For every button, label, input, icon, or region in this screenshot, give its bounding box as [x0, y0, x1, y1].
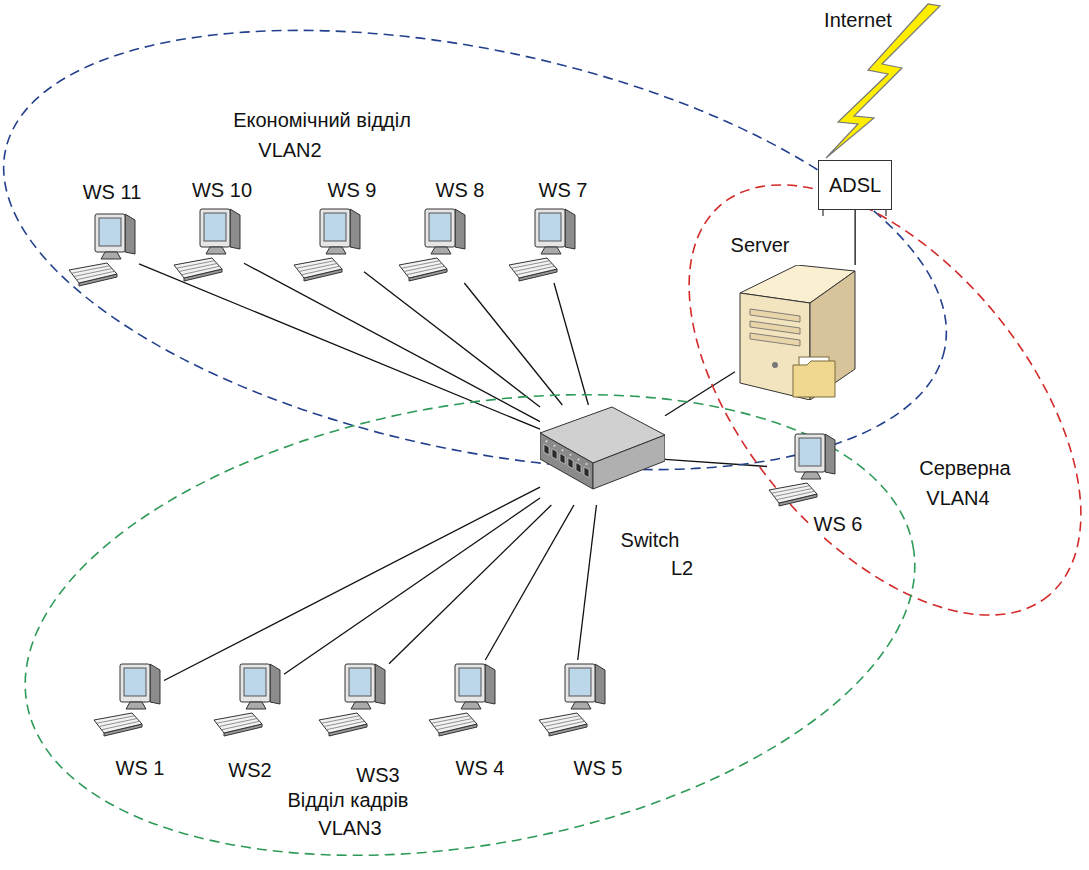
label-holder: VLAN2 — [255, 139, 324, 162]
adsl-modem: ADSL — [818, 160, 892, 210]
computer-icon — [537, 660, 609, 738]
vlan-region: Економічний відділVLAN2 WS 11 WS 10 WS 9 WS … — [0, 25, 955, 475]
device-label: WS 10 — [189, 179, 255, 202]
network-cable — [364, 272, 540, 407]
network-label: Internet — [821, 9, 895, 32]
label-holder: WS 5 — [571, 757, 626, 780]
network-cable — [485, 505, 574, 660]
vlan-label: VLAN4 — [923, 487, 992, 510]
device-label: WS 4 — [453, 757, 508, 780]
label-holder: WS3 — [353, 764, 402, 787]
label-holder: Серверна — [916, 457, 1014, 480]
device-label: L2 — [668, 557, 696, 580]
workstation: WS 1 — [92, 660, 164, 738]
label-holder: WS2 — [225, 759, 274, 782]
computer-icon — [292, 205, 364, 283]
adsl-leg — [822, 209, 823, 216]
network-cable — [464, 283, 562, 405]
vlan-outline — [20, 390, 920, 860]
label-holder: WS 11 — [80, 181, 145, 204]
label-holder: WS 6 — [811, 513, 866, 536]
label-holder: Server — [728, 234, 793, 257]
label-holder: L2 — [668, 557, 696, 580]
workstation: WS 4 — [427, 660, 499, 738]
label-holder: VLAN4 — [923, 487, 992, 510]
device-label: WS 9 — [325, 179, 380, 202]
computer-icon — [92, 660, 164, 738]
device-label: ADSL — [829, 173, 881, 197]
computer-icon — [172, 205, 244, 283]
vlan-ellipse — [0, 25, 955, 475]
workstation: WS 11 — [67, 210, 139, 288]
workstation: WS 5 — [537, 660, 609, 738]
device-label: WS 8 — [433, 179, 488, 202]
network-switch: SwitchL2 — [540, 405, 665, 505]
network-cable — [665, 459, 767, 466]
adsl-leg — [885, 209, 886, 216]
device-label: WS3 — [353, 764, 402, 787]
label-holder: WS 8 — [433, 179, 488, 202]
workstation: WS 10 — [172, 205, 244, 283]
workstation: WS 6 — [767, 430, 839, 508]
workstation: WS 8 — [397, 205, 469, 283]
server: Server — [735, 265, 860, 400]
computer-icon — [212, 660, 284, 738]
label-holder: Internet — [821, 9, 895, 32]
device-label: WS 6 — [811, 513, 866, 536]
computer-icon — [397, 205, 469, 283]
vlan-outline — [685, 180, 1085, 620]
label-holder: WS 4 — [453, 757, 508, 780]
label-holder: WS 10 — [189, 179, 255, 202]
label-holder: Switch — [618, 529, 683, 552]
network-cable — [389, 505, 551, 664]
label-holder: Відділ кадрів — [285, 789, 412, 812]
network-cable — [139, 264, 540, 429]
computer-icon — [317, 660, 389, 738]
vlan-outline — [0, 25, 955, 475]
label-holder: Економічний відділ — [230, 109, 414, 132]
workstation: WS 7 — [507, 205, 579, 283]
device-label: WS 11 — [80, 181, 145, 204]
device-label: WS 5 — [571, 757, 626, 780]
label-holder: WS 7 — [536, 179, 591, 202]
network-cable — [284, 498, 540, 674]
device-label: WS 1 — [113, 757, 168, 780]
network-cable — [854, 210, 855, 265]
vlan-ellipse — [20, 390, 920, 860]
vlan-label: Серверна — [916, 457, 1014, 480]
network-cable — [554, 283, 588, 405]
computer-icon — [427, 660, 499, 738]
switch-icon — [540, 405, 665, 505]
label-holder: WS 9 — [325, 179, 380, 202]
network-cable — [665, 372, 735, 416]
server-icon — [735, 265, 860, 400]
label-holder: VLAN3 — [315, 817, 384, 840]
device-label: Switch — [618, 529, 683, 552]
vlan-label: VLAN3 — [315, 817, 384, 840]
network-cable — [244, 263, 540, 421]
vlan-label: VLAN2 — [255, 139, 324, 162]
workstation: WS3 — [317, 660, 389, 738]
computer-icon — [767, 430, 839, 508]
label-holder: WS 1 — [113, 757, 168, 780]
vlan-region: Відділ кадрівVLAN3WS 1WS2WS3WS 4WS 5 — [20, 390, 920, 860]
computer-icon — [67, 210, 139, 288]
device-label: Server — [728, 234, 793, 257]
computer-icon — [507, 205, 579, 283]
device-label: WS2 — [225, 759, 274, 782]
workstation: WS2 — [212, 660, 284, 738]
network-cable — [164, 487, 540, 680]
network-cable — [578, 505, 597, 660]
workstation: WS 9 — [292, 205, 364, 283]
device-label: WS 7 — [536, 179, 591, 202]
vlan-label: Відділ кадрів — [285, 789, 412, 812]
vlan-label: Економічний відділ — [230, 109, 414, 132]
